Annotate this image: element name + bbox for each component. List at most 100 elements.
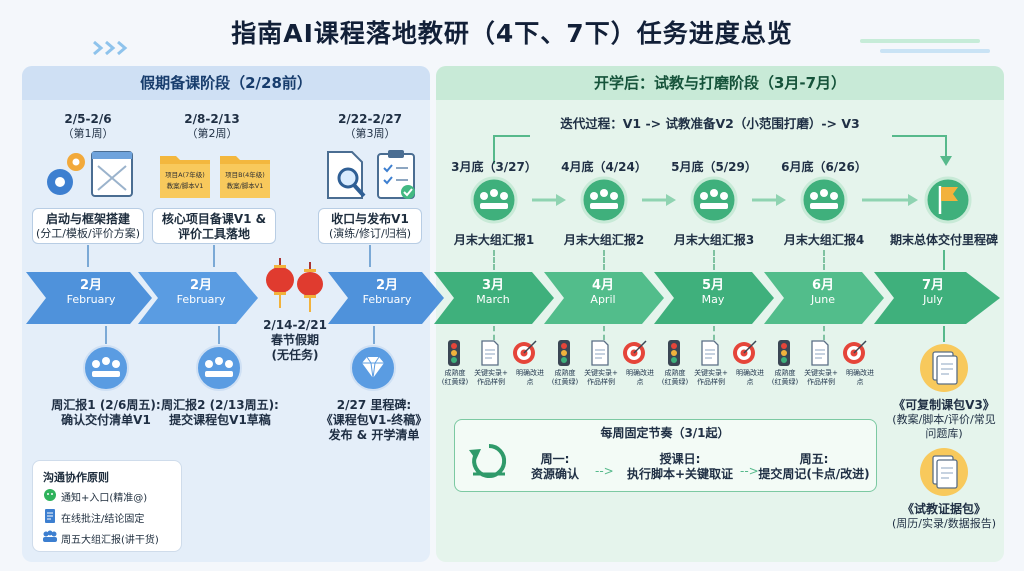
target-icon	[733, 340, 757, 364]
rhythm-step1-day: 周一:	[540, 452, 570, 466]
tag-maturity: 成熟度(红黄绿)	[771, 369, 799, 386]
deliverable2-detail: (周历/实录/数据报告)	[892, 517, 996, 530]
document-stack-icon	[920, 448, 968, 496]
connector	[493, 326, 495, 340]
document-icon	[45, 509, 55, 523]
document-icon	[701, 340, 719, 366]
month1-report: 月末大组汇报1	[453, 233, 535, 247]
meeting-icon	[196, 345, 242, 391]
month4-report: 月末大组汇报4	[783, 233, 865, 247]
milestone-line1: 2/27 里程碑:	[336, 398, 412, 412]
holiday-note: (无任务)	[271, 348, 319, 362]
meeting-icon	[800, 176, 848, 224]
meeting-icon	[470, 176, 518, 224]
cycle-icon	[469, 443, 507, 478]
iteration-arrow	[493, 135, 952, 166]
deliverable1-title: 《可复制课包V3》	[893, 398, 995, 412]
indicator-tags: 成熟度(红黄绿) 关键实录+作品样例 明确改进点 成熟度(红黄绿) 关键实录+作…	[440, 369, 880, 391]
flag-icon	[924, 176, 972, 224]
rhythm-step2-task: 执行脚本+关键取证	[626, 467, 734, 481]
iteration-text: 迭代过程：V1 -> 试教准备V2（小范围打磨）-> V3	[560, 116, 860, 131]
diamond-icon	[350, 345, 396, 391]
traffic-light-icon	[778, 340, 790, 366]
deliverable1-detail: (教案/脚本/评价/常见	[892, 413, 996, 426]
chevrons-icon	[93, 40, 128, 56]
connector	[823, 326, 825, 340]
legend-box: 沟通协作原则 通知+入口(精准@) 在线批注/结论固定 周五大组汇报(讲干货)	[32, 460, 182, 552]
month4-date: 6月底（6/26）	[781, 160, 867, 174]
report1-line2: 确认交付清单V1	[61, 413, 151, 427]
folder-a-sub: 教案/脚本V1	[167, 181, 204, 190]
rhythm-title: 每周固定节奏（3/1起）	[600, 426, 730, 440]
connector	[943, 326, 945, 342]
target-icon	[513, 340, 537, 364]
timeline	[26, 272, 1000, 324]
rhythm-step1-task: 资源确认	[530, 467, 579, 481]
milestone-line3: 发布 & 开学清单	[328, 428, 420, 442]
target-icon	[623, 340, 647, 364]
week3-date: 2/22-2/27	[338, 112, 402, 126]
connector	[603, 250, 605, 270]
connector	[943, 250, 945, 270]
legend-title: 沟通协作原则	[43, 471, 109, 484]
group-icon	[43, 530, 57, 542]
traffic-light-icon	[558, 340, 570, 366]
folder-b-label: 项目B(4年级)	[225, 170, 265, 179]
connector	[87, 245, 89, 267]
tag-improve: 明确改进点	[736, 369, 764, 386]
arrow-icon: -->	[595, 464, 614, 478]
tag-record: 关键实录+作品样例	[694, 369, 728, 386]
decor-stripes	[860, 39, 990, 53]
connector	[713, 250, 715, 270]
rhythm-step2-day: 授课日:	[659, 452, 701, 466]
week2-task-box: 核心项目备课V1 & 评价工具落地	[152, 208, 276, 244]
gears-icon	[47, 151, 133, 197]
month2-report: 月末大组汇报2	[563, 233, 645, 247]
connector	[603, 326, 605, 340]
connector	[213, 245, 215, 267]
meeting-icon	[580, 176, 628, 224]
week2-task2: 评价工具落地	[177, 227, 250, 241]
week2-date: 2/8-2/13	[184, 112, 240, 126]
page-title: 指南AI课程落地教研（4下、7下）任务进度总览	[231, 19, 793, 48]
connector	[713, 326, 715, 340]
report2-line2: 提交课程包V1草稿	[169, 413, 271, 427]
meeting-icon	[83, 345, 129, 391]
connector	[493, 250, 495, 270]
tag-record: 关键实录+作品样例	[584, 369, 618, 386]
week1-task: 启动与框架搭建	[45, 212, 130, 226]
rhythm-step3-day: 周五:	[799, 452, 829, 466]
tag-maturity: 成熟度(红黄绿)	[551, 369, 579, 386]
traffic-light-icon	[448, 340, 460, 366]
week3-task: 收口与发布V1	[331, 212, 409, 226]
connector	[373, 326, 375, 344]
final-milestone: 期末总体交付里程碑	[889, 233, 998, 247]
week3-detail: (演练/修订/归档)	[329, 227, 411, 240]
month3-report: 月末大组汇报3	[673, 233, 755, 247]
holiday-label: 春节假期	[270, 333, 319, 347]
document-icon	[591, 340, 609, 366]
rhythm-step3-task: 提交周记(卡点/改进)	[758, 467, 870, 481]
deliverable1-detail2: 问题库)	[925, 427, 963, 440]
milestone-line2: 《课程包V1-终稿》	[320, 413, 428, 427]
month-meetings	[470, 176, 972, 224]
month3-date: 5月底（5/29）	[671, 160, 757, 174]
folder-a-label: 项目A(7年级)	[165, 170, 205, 179]
arrow-icon: -->	[740, 464, 759, 478]
week1-task-box: 启动与框架搭建 (分工/模板/评价方案)	[32, 208, 144, 244]
document-icon	[481, 340, 499, 366]
week1-detail: (分工/模板/评价方案)	[36, 227, 140, 240]
tag-maturity: 成熟度(红黄绿)	[661, 369, 689, 386]
connector	[823, 250, 825, 270]
lantern-icon	[266, 258, 323, 312]
indicator-icons	[448, 340, 867, 366]
holiday-date: 2/14-2/21	[263, 318, 327, 332]
deliverable2-title: 《试教证据包》	[901, 502, 986, 516]
legend-item-3: 周五大组汇报(讲干货)	[61, 535, 159, 546]
